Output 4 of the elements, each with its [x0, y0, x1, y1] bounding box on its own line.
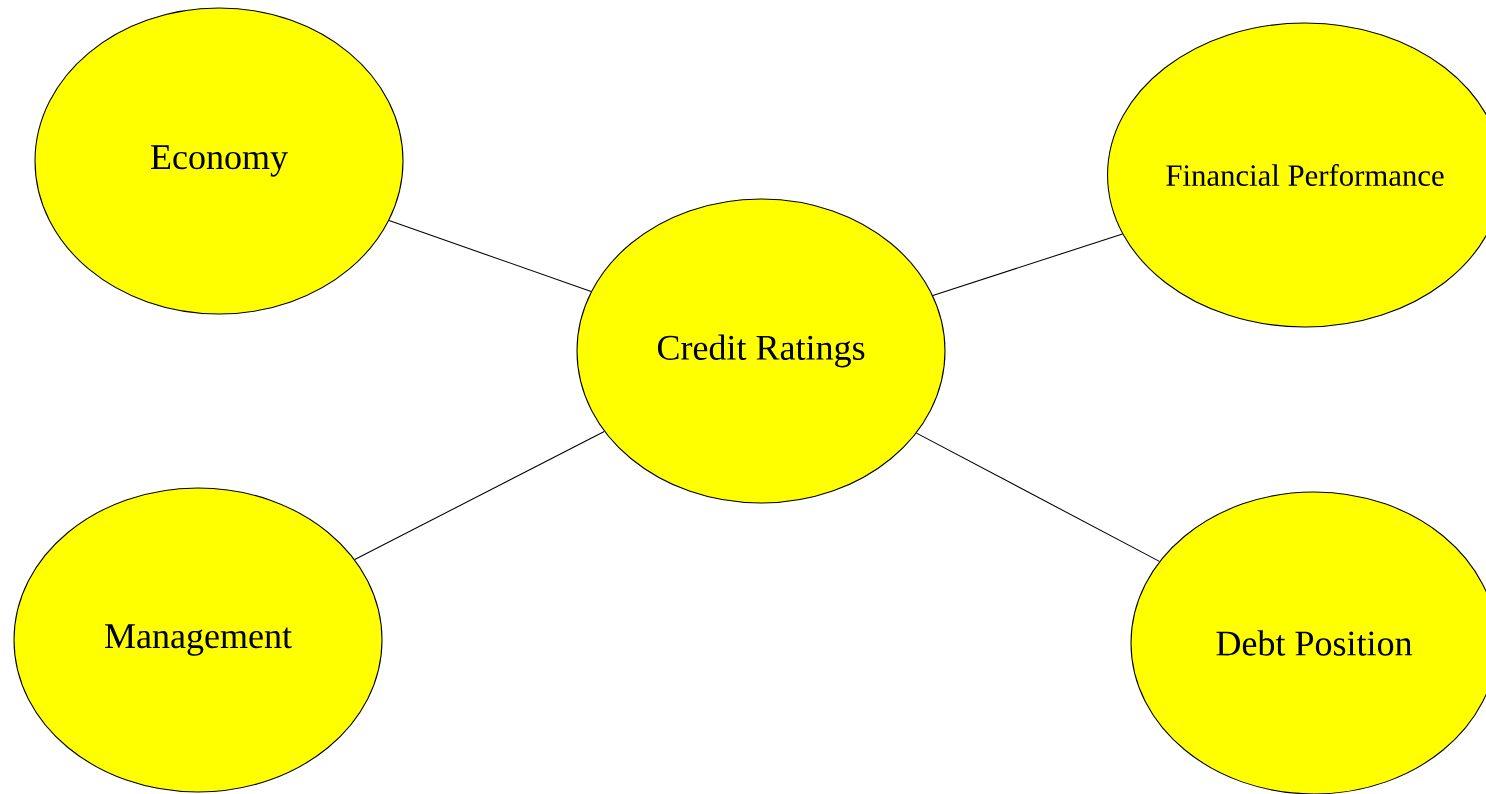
connector-line	[932, 233, 1123, 296]
connector-line	[916, 432, 1160, 562]
connector-line	[354, 430, 605, 561]
connector-line	[388, 220, 592, 292]
